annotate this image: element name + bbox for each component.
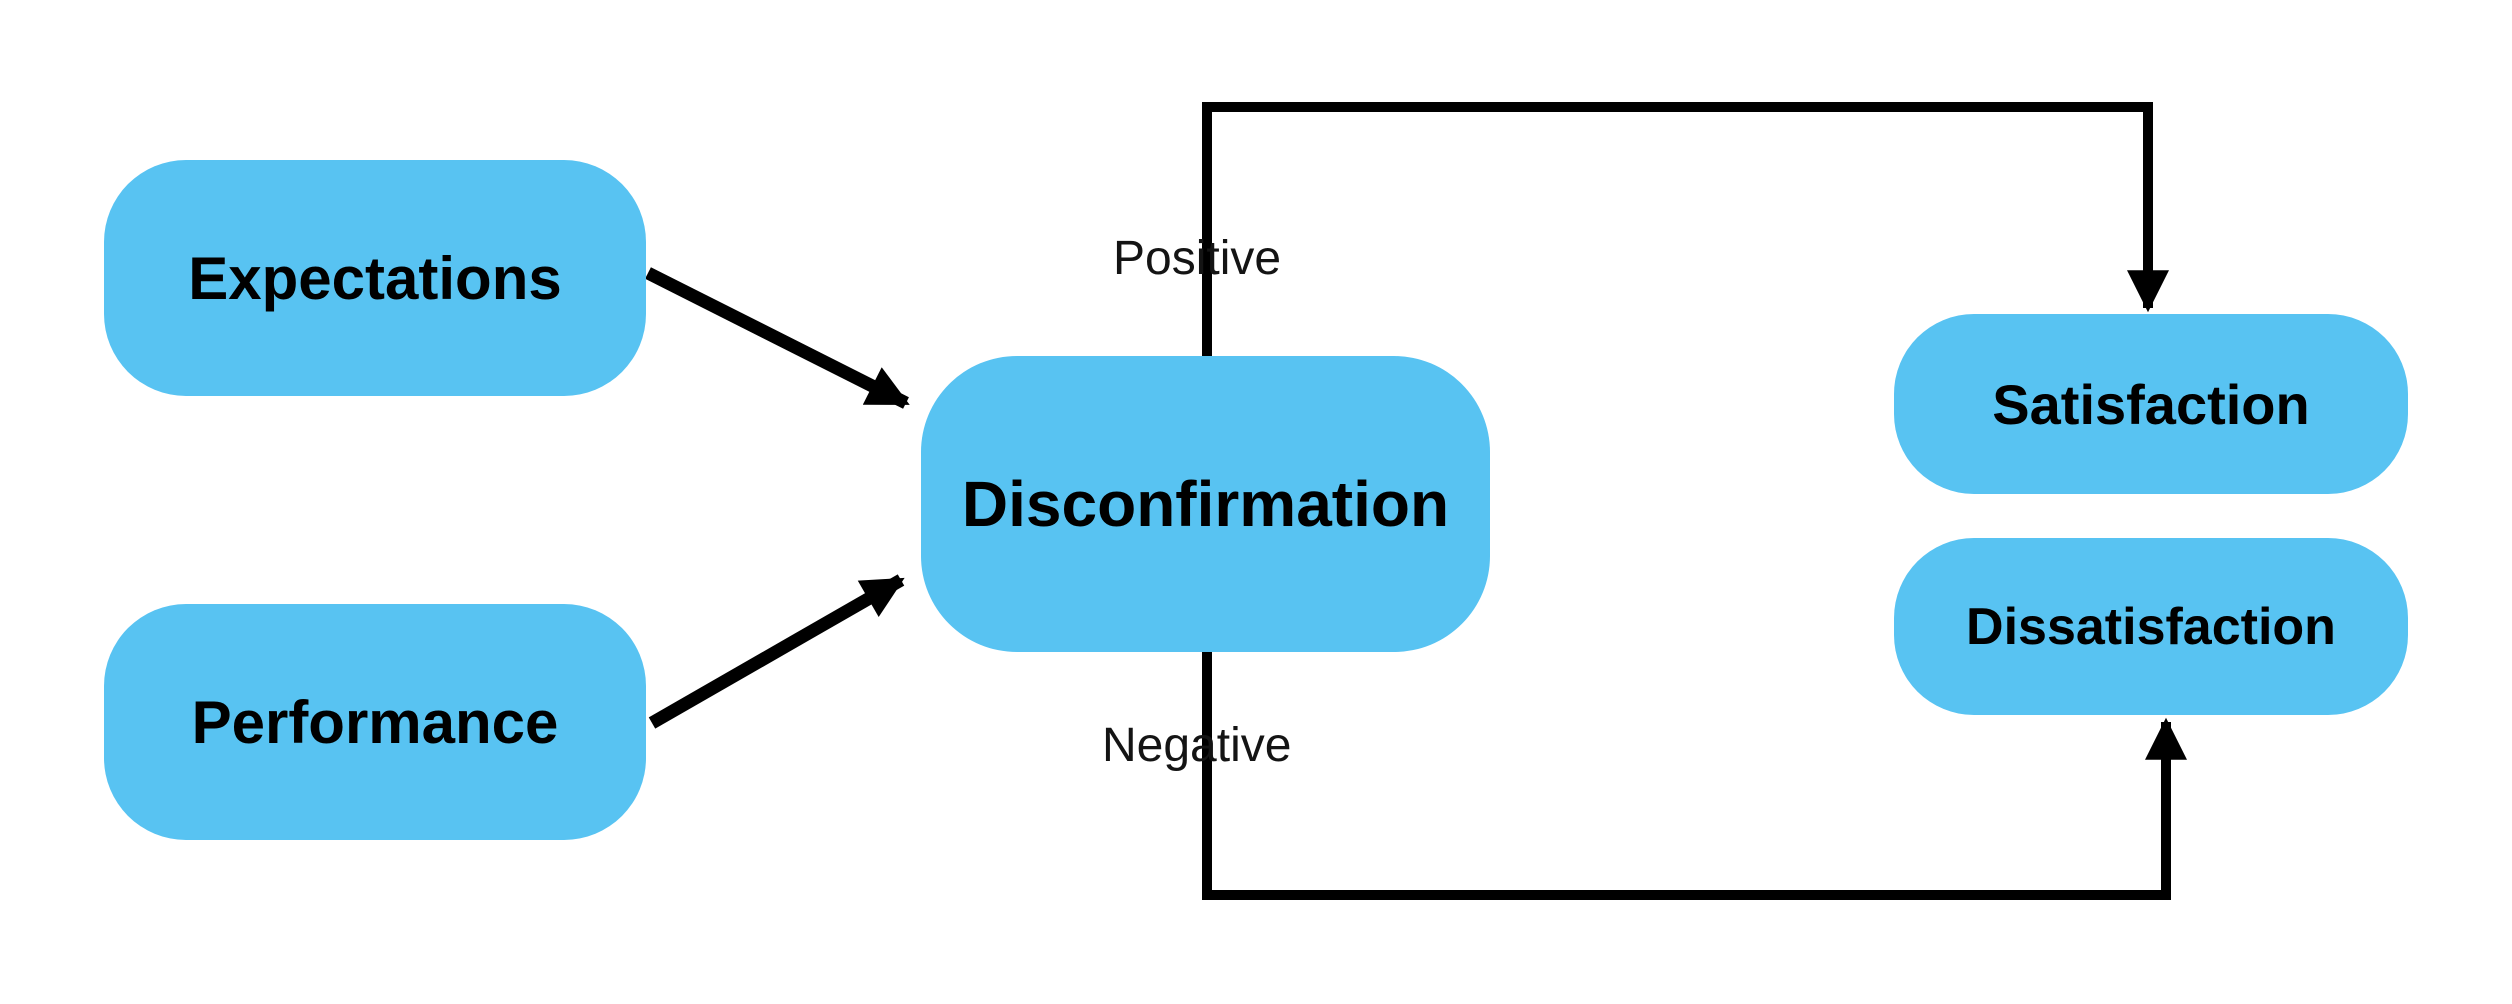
edge-label-negative: Negative [1102,719,1292,772]
arrow-performance-to-disconfirmation [648,574,905,729]
arrow-positive-to-satisfaction [1202,102,2169,360]
node-disconfirmation: Disconfirmation [921,356,1490,652]
node-satisfaction-label: Satisfaction [1992,372,2310,436]
edge-label-positive: Positive [1113,232,1282,285]
node-dissatisfaction: Dissatisfaction [1894,538,2408,715]
node-satisfaction: Satisfaction [1894,314,2408,494]
node-performance-label: Performance [191,688,559,756]
node-dissatisfaction-label: Dissatisfaction [1966,597,2336,656]
arrow-expectations-to-disconfirmation [645,267,910,409]
node-disconfirmation-label: Disconfirmation [961,468,1450,540]
arrow-negative-to-dissatisfaction [1202,648,2187,900]
node-expectations-label: Expectations [188,244,562,312]
node-expectations: Expectations [104,160,646,396]
node-performance: Performance [104,604,646,840]
